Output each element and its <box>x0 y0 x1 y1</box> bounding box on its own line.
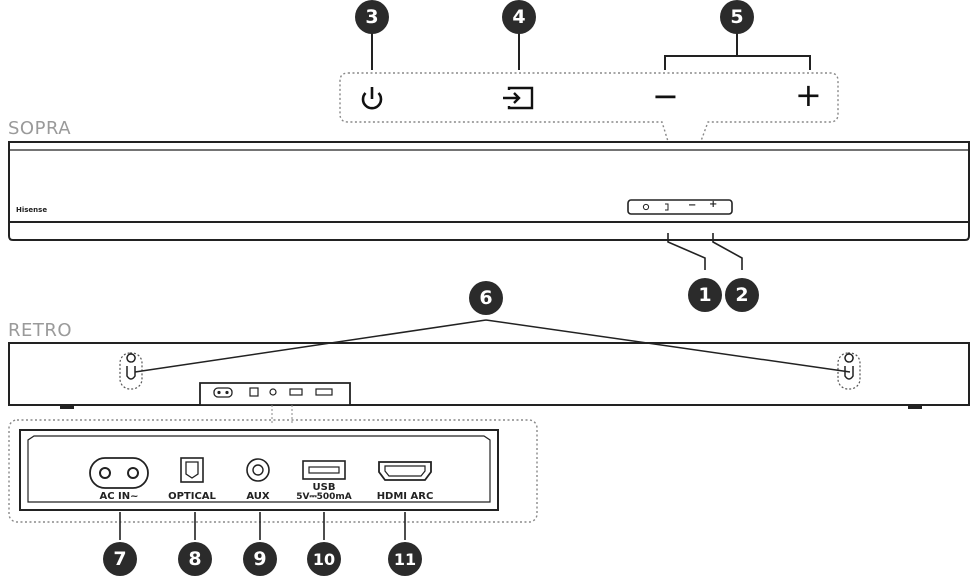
port-label-aux: AUX <box>246 491 270 502</box>
port-label-ac-in: AC IN~ <box>99 491 139 502</box>
port-label-usb: USB <box>312 482 336 493</box>
callout-2: 2 <box>725 278 759 312</box>
callout-11: 11 <box>388 542 422 576</box>
brand-logo-text: Hisense <box>16 206 48 214</box>
callout-10: 10 <box>307 542 341 576</box>
back-panel-enlarged <box>19 429 499 540</box>
callout-8: 8 <box>178 542 212 576</box>
callout-9: 9 <box>243 542 277 576</box>
back-view-label: RETRO <box>8 320 73 341</box>
minus-symbol: − <box>652 77 679 115</box>
input-source-icon <box>503 86 534 110</box>
strip-plus: + <box>709 199 718 210</box>
soundbar-top-view <box>8 141 970 270</box>
callout-6: 6 <box>469 281 503 315</box>
strip-minus: − <box>688 200 697 211</box>
top-view-label: SOPRA <box>8 118 72 139</box>
callout-7: 7 <box>103 542 137 576</box>
port-label-hdmi-arc: HDMI ARC <box>376 491 434 502</box>
port-label-optical: OPTICAL <box>168 491 216 502</box>
power-icon <box>361 87 383 110</box>
callout-3: 3 <box>355 0 389 34</box>
zoom-box-back <box>8 419 538 523</box>
strip-icons <box>642 203 669 211</box>
callout-4: 4 <box>502 0 536 34</box>
soundbar-back-view <box>8 319 970 425</box>
callout-bracket-5 <box>664 30 811 70</box>
callout-5: 5 <box>720 0 754 34</box>
plus-symbol: + <box>795 76 822 114</box>
callout-1: 1 <box>688 278 722 312</box>
port-label-usb-power: 5V⎓500mA <box>296 492 352 502</box>
